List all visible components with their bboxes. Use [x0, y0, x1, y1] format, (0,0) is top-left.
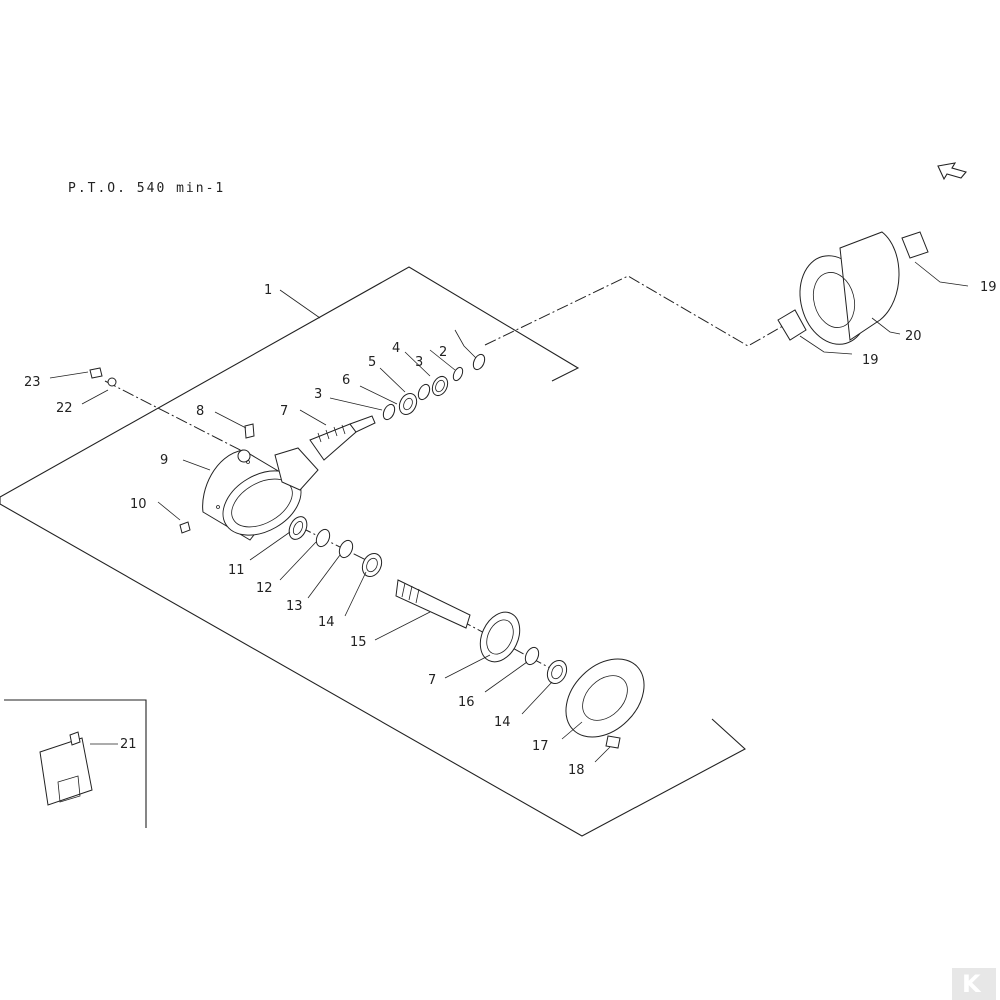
callout-1: 1 [264, 283, 272, 298]
gearbox-housing [202, 449, 302, 541]
callout-7a: 7 [280, 404, 288, 419]
callout-5: 5 [368, 355, 376, 370]
oil-can-icon [4, 699, 147, 828]
callout-6: 6 [342, 373, 350, 388]
callout-14a: 14 [318, 615, 335, 630]
callout-18: 18 [568, 763, 585, 778]
callout-labels: 1 2 3 4 5 6 3 7 8 9 10 11 12 13 14 15 7 … [24, 280, 997, 778]
assembly-outline [0, 266, 746, 837]
callout-19b: 19 [980, 280, 997, 295]
lower-shaft-stack [288, 516, 568, 685]
direction-arrow-icon [937, 162, 967, 181]
callout-21: 21 [120, 737, 137, 752]
callout-15: 15 [350, 635, 367, 650]
callout-7b: 7 [428, 673, 436, 688]
callout-3b: 3 [314, 387, 322, 402]
callout-12: 12 [256, 581, 273, 596]
bevel-pinion-shaft [274, 415, 376, 491]
callout-9: 9 [160, 453, 168, 468]
callout-10: 10 [130, 497, 147, 512]
callout-13: 13 [286, 599, 303, 614]
fastener-parts [89, 367, 255, 534]
brand-logo: K [952, 968, 996, 1000]
diagram-title: P.T.O. 540 min-1 [68, 181, 225, 196]
callout-2: 2 [439, 345, 447, 360]
callout-4: 4 [392, 341, 400, 356]
callout-23: 23 [24, 375, 41, 390]
upper-bearing-stack [382, 353, 486, 421]
output-flange [565, 658, 645, 749]
callout-14b: 14 [494, 715, 511, 730]
logo-letter: K [962, 970, 982, 998]
callout-leaders [49, 261, 969, 763]
callout-20: 20 [905, 329, 922, 344]
callout-3a: 3 [415, 355, 423, 370]
callout-22: 22 [56, 401, 73, 416]
callout-19a: 19 [862, 353, 879, 368]
callout-8: 8 [196, 404, 204, 419]
callout-17: 17 [532, 739, 549, 754]
motor-unit [777, 231, 929, 345]
callout-16: 16 [458, 695, 475, 710]
callout-11: 11 [228, 563, 245, 578]
